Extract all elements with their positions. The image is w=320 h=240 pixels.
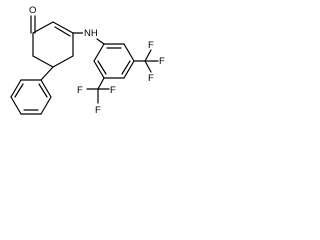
oxygen-atom-label: O: [29, 5, 36, 16]
bond-c5-c6: [32, 55, 54, 68]
aryl-inner-3: [97, 60, 107, 75]
phenyl-ring: [10, 66, 54, 115]
bond-c4-c5: [52, 55, 74, 68]
carbonyl-group: O: [29, 5, 36, 34]
bond-c-f-right-up: [144, 49, 152, 62]
fluorine-label-bottom-right: F: [110, 85, 116, 96]
aryl-ring: [93, 43, 135, 79]
bond-c1-c2: [32, 21, 54, 34]
bond-c-f-right-down: [144, 60, 152, 73]
bond-c5-phenyl: [40, 66, 54, 81]
fluorine-label-bottom-down: F: [95, 105, 101, 116]
aryl-bond-5: [93, 60, 105, 79]
aryl-bond-6: [93, 43, 105, 62]
trifluoromethyl-group-right: F F F: [133, 40, 165, 84]
phenyl-inner-3: [38, 83, 48, 98]
bond-n-aryl: [96, 38, 105, 45]
nh-label-background: [83, 26, 98, 38]
bond-c2-c3-double-inner: [54, 26, 71, 37]
aryl-bond-3: [123, 60, 135, 79]
aryl-bond-2: [123, 43, 135, 62]
bond-aryl-cf3-bottom: [97, 77, 105, 90]
fluorine-label-right-up: F: [148, 40, 154, 51]
aryl-inner-2: [121, 60, 131, 75]
fluorine-label-right-down: F: [148, 73, 154, 84]
phenyl-bond-5: [40, 96, 52, 115]
bond-c2-c3: [52, 21, 74, 34]
phenyl-bond-2: [10, 79, 22, 98]
nh-atom-label: NH: [84, 28, 98, 39]
phenyl-inner-1: [14, 83, 24, 98]
molecule-structure-diagram: O NH F F F: [10, 5, 165, 116]
phenyl-bond-3: [10, 96, 22, 115]
amine-linker: NH: [72, 26, 105, 45]
fluorine-label-bottom-left: F: [77, 85, 83, 96]
cyclohexenone-ring: [32, 21, 74, 68]
trifluoromethyl-group-bottom: F F F: [77, 77, 116, 116]
phenyl-bond-6: [40, 79, 52, 98]
fluorine-label-right-side: F: [159, 56, 165, 67]
